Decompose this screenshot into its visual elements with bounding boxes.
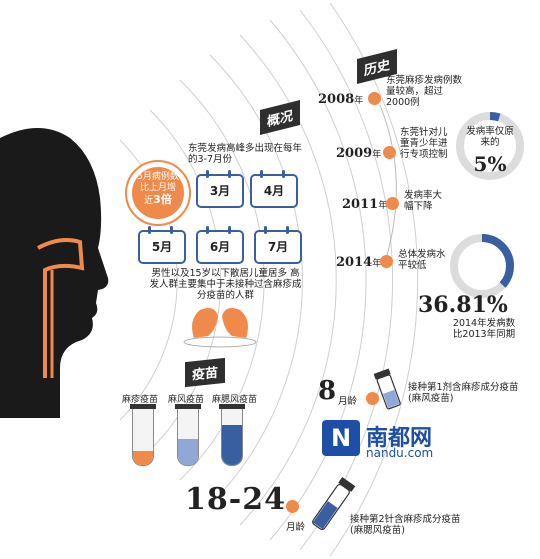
children-heads-illustration — [183, 308, 257, 348]
timeline-year-2011: 2011年 — [342, 197, 387, 212]
tube-fill — [133, 451, 153, 465]
vaccine-label: 疫苗 — [185, 357, 226, 388]
tube-fill — [222, 425, 242, 465]
compare-ring — [450, 234, 514, 298]
timeline-text-2008: 东莞麻疹发病例数量较高，超过2000例 — [386, 75, 463, 108]
compare-label: 2014年发病数比2013年同期 — [452, 318, 516, 340]
tube-cap — [219, 404, 245, 409]
calendar-month-label: 7月 — [267, 240, 289, 254]
head-silhouette-illustration — [0, 128, 109, 418]
calendar-month-label: 4月 — [263, 184, 285, 198]
calendar-may: 5月 — [138, 226, 186, 264]
calendar-month-label: 3月 — [209, 184, 231, 198]
calendar-month-label: 6月 — [209, 240, 231, 254]
dose2-unit: 月龄 — [286, 522, 306, 533]
timeline-year-2008: 2008年 — [318, 92, 363, 107]
vaccine-tube-mmr — [221, 409, 243, 466]
rate-value: 5% — [473, 152, 507, 176]
nandu-logo-mark: N — [322, 420, 360, 456]
vaccine-name-mmr: 麻腮风疫苗 — [212, 395, 258, 405]
increase-bubble: 5月病例数 比上月增 近3倍 — [125, 160, 191, 226]
vaccine-name-mr: 麻风疫苗 — [168, 395, 205, 405]
timeline-text-2011: 发病率大幅下降 — [404, 190, 443, 212]
timeline-year-value: 2009 — [336, 146, 373, 161]
timeline-dot — [380, 255, 393, 268]
increase-bubble-line3: 近3倍 — [127, 194, 189, 207]
tube-cap — [175, 404, 201, 409]
increase-bubble-prefix: 近 — [144, 196, 154, 206]
increase-bubble-line2: 比上月增 — [139, 183, 176, 193]
calendar-april: 4月 — [250, 170, 298, 208]
dose2-dot — [286, 500, 299, 513]
increase-bubble-line1: 5月病例数 — [137, 172, 179, 182]
dose1-age: 8 — [318, 376, 337, 406]
dose1-dot — [366, 392, 379, 405]
calendar-month-label: 5月 — [151, 240, 173, 254]
dose1-text: 接种第1剂含麻疹成分疫苗(麻风疫苗) — [408, 382, 519, 404]
tube-fill — [178, 439, 198, 465]
timeline-year-suffix: 年 — [372, 259, 382, 269]
timeline-year-2009: 2009年 — [336, 146, 381, 161]
timeline-year-value: 2011 — [342, 197, 379, 212]
timeline-text-2009: 东莞针对儿童青少年进行专项控制 — [400, 127, 448, 160]
dose2-text: 接种第2针含麻疹成分疫苗(麻腮风疫苗) — [350, 514, 461, 536]
timeline-year-value: 2014 — [336, 255, 373, 270]
timeline-dot — [383, 146, 396, 159]
rate-label: 发病率仅原来的 — [466, 126, 514, 148]
peak-season-text: 东莞发病高峰多出现在每年的3-7月份 — [188, 143, 303, 165]
calendar-june: 6月 — [196, 226, 244, 264]
vaccine-tube-measles — [132, 409, 154, 466]
rate-ring — [456, 112, 524, 180]
timeline-year-value: 2008 — [318, 92, 355, 107]
syringe-vial-2 — [312, 477, 356, 531]
increase-bubble-inner — [132, 167, 184, 219]
timeline-year-suffix: 年 — [372, 150, 382, 160]
risk-group-text: 男性以及15岁以下散居儿童居多 高发人群主要集中于未接种过含麻疹成分疫苗的人群 — [149, 268, 302, 301]
calendar-march: 3月 — [196, 170, 244, 208]
dose1-unit: 月龄 — [338, 396, 358, 407]
tube-cap — [130, 404, 156, 409]
nandu-logo-cn: 南都网 — [366, 426, 433, 451]
timeline-year-2014: 2014年 — [336, 255, 381, 270]
nandu-logo-en: nandu.com — [366, 446, 434, 460]
compare-value: 36.81% — [418, 292, 508, 318]
dose2-age: 18-24 — [185, 482, 286, 517]
timeline-text-2014: 总体发病水平较低 — [398, 249, 446, 271]
timeline-year-suffix: 年 — [378, 201, 388, 211]
calendar-july: 7月 — [254, 226, 302, 264]
timeline-year-suffix: 年 — [354, 96, 364, 106]
vaccine-name-measles: 麻疹疫苗 — [122, 395, 159, 405]
timeline-dot — [386, 197, 399, 210]
vaccine-tube-mr — [177, 409, 199, 466]
syringe-vial-1 — [373, 368, 401, 410]
timeline-dot — [368, 92, 381, 105]
increase-bubble-value: 3倍 — [153, 193, 172, 206]
